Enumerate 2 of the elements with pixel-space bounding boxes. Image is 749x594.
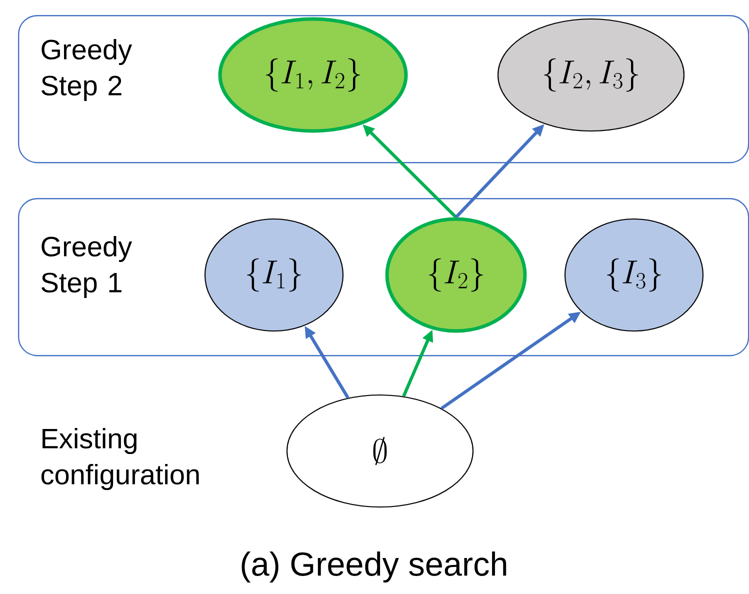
caption: (a) Greedy search [242,551,506,583]
node-caption: Existing configuration [41,428,199,490]
